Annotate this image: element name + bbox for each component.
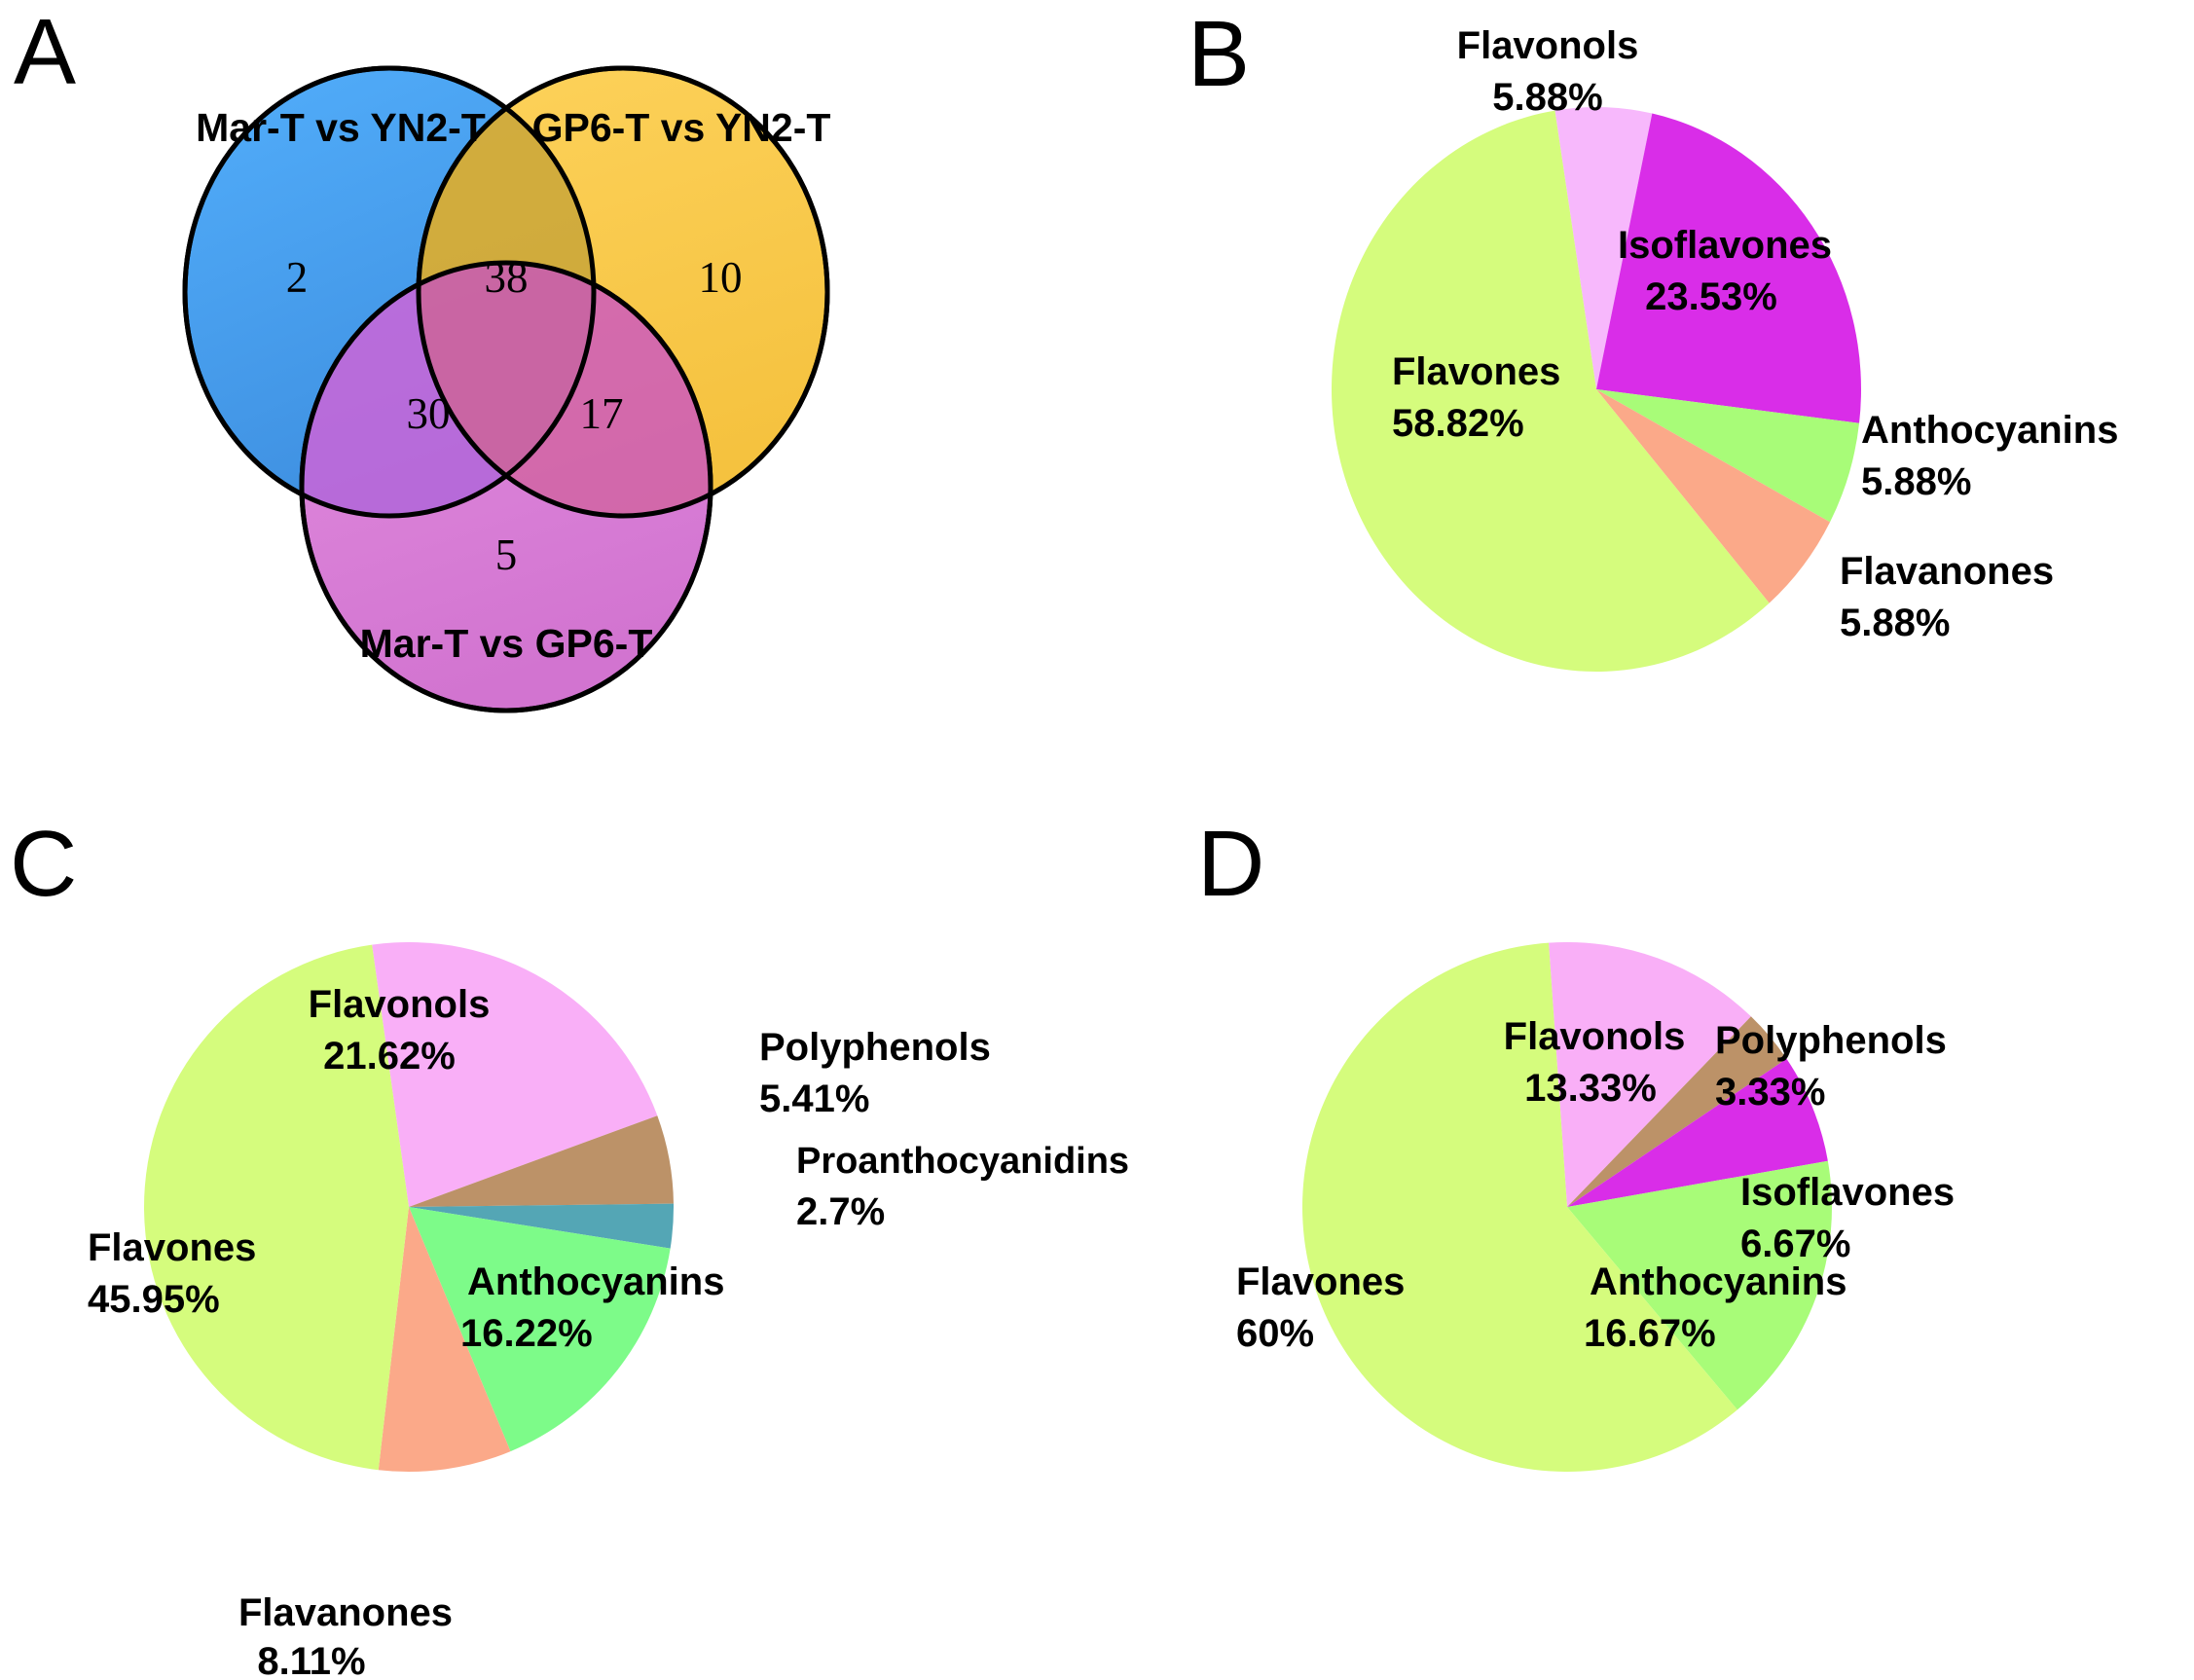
venn-count-blue-only: 2 <box>286 253 309 302</box>
pie-label-pct: 58.82% <box>1392 402 1524 445</box>
pie-label-name: Flavonols <box>1504 1015 1686 1058</box>
pie-label-name: Isoflavones <box>1740 1171 1955 1214</box>
venn-diagram: Mar-T vs YN2-T GP6-T vs YN2-T Mar-T vs G… <box>182 65 831 713</box>
pie-label-pct: 13.33% <box>1524 1067 1657 1110</box>
pie-slices-b <box>1331 107 1862 672</box>
pie-label-pct: 6.67% <box>1740 1223 1850 1265</box>
pie-label-anthocyanins-b: Anthocyanins 5.88% <box>1861 409 2118 503</box>
pie-label-name: Flavones <box>88 1226 256 1269</box>
pie-label-proanthocyanidins-c: Proanthocyanidins 2.7% <box>796 1141 1129 1233</box>
pie-slice-flavones[interactable] <box>144 944 409 1471</box>
pie-label-name: Flavanones <box>1840 550 2054 593</box>
pie-label-name: Anthocyanins <box>1861 409 2118 452</box>
venn-set-label-violet: Mar-T vs GP6-T <box>360 621 653 666</box>
pie-slice-isoflavones[interactable] <box>1567 1058 1828 1207</box>
pie-chart-c: Flavonols 21.62% Polyphenols 5.41% Proan… <box>88 942 1129 1680</box>
pie-slice-polyphenols[interactable] <box>409 1115 674 1207</box>
pie-label-pct: 5.88% <box>1492 76 1602 119</box>
pie-slice-anthocyanins[interactable] <box>1596 389 1860 523</box>
pie-label-flavonols-b: Flavonols 5.88% <box>1457 24 1639 119</box>
panel-c-letter: C <box>10 812 78 916</box>
panel-d-letter: D <box>1197 812 1265 916</box>
pie-label-name: Anthocyanins <box>1590 1260 1847 1303</box>
pie-label-name: Flavanones <box>238 1591 453 1634</box>
pie-slice-flavonols[interactable] <box>1549 941 1751 1207</box>
pie-label-pct: 60% <box>1236 1312 1314 1355</box>
pie-label-pct: 16.22% <box>460 1312 593 1355</box>
venn-count-yellow-violet: 17 <box>580 389 624 438</box>
pie-label-name: Polyphenols <box>759 1026 991 1069</box>
pie-label-pct: 5.41% <box>759 1077 869 1120</box>
panel-b: B Flavonols 5.88% Isoflavones 23.53% Ant… <box>1158 0 2194 798</box>
pie-label-pct: 5.88% <box>1861 460 1971 503</box>
pie-slice-flavonols[interactable] <box>1554 107 1653 390</box>
pie-label-pct: 8.11% <box>257 1640 365 1680</box>
pie-label-name: Flavones <box>1392 350 1560 393</box>
pie-slice-flavonols[interactable] <box>372 942 658 1207</box>
pie-label-flavanones-c: Flavanones 8.11% <box>238 1591 453 1680</box>
panel-a: A <box>0 0 1090 798</box>
pie-label-flavanones-b: Flavanones 5.88% <box>1840 550 2054 644</box>
pie-label-name: Flavones <box>1236 1260 1405 1303</box>
pie-chart-b: Flavonols 5.88% Isoflavones 23.53% Antho… <box>1331 24 2118 672</box>
pie-label-pct: 3.33% <box>1715 1071 1825 1114</box>
pie-label-polyphenols-c: Polyphenols 5.41% <box>759 1026 991 1120</box>
pie-slice-anthocyanins[interactable] <box>1567 1160 1833 1410</box>
pie-label-name: Anthocyanins <box>467 1260 724 1303</box>
venn-set-label-blue: Mar-T vs YN2-T <box>196 105 486 150</box>
venn-count-blue-yellow: 38 <box>485 253 529 302</box>
pie-label-name: Isoflavones <box>1618 224 1832 267</box>
pie-slice-flavones[interactable] <box>1331 110 1770 672</box>
venn-count-blue-violet: 30 <box>407 389 451 438</box>
pie-label-polyphenols-d: Polyphenols 3.33% <box>1715 1019 1947 1114</box>
pie-slice-polyphenols[interactable] <box>1567 1016 1787 1207</box>
pie-label-pct: 21.62% <box>323 1035 456 1077</box>
pie-label-flavonols-d: Flavonols 13.33% <box>1504 1015 1686 1110</box>
pie-label-name: Flavonols <box>1457 24 1639 67</box>
pie-label-pct: 16.67% <box>1584 1312 1716 1355</box>
pie-label-flavones-c: Flavones 45.95% <box>88 1226 256 1321</box>
panel-a-letter: A <box>14 0 77 104</box>
pie-slice-proanthocyanidins[interactable] <box>409 1203 675 1249</box>
pie-slice-isoflavones[interactable] <box>1596 113 1862 423</box>
pie-label-flavones-d: Flavones 60% <box>1236 1260 1405 1355</box>
venn-count-violet-only: 5 <box>495 530 518 579</box>
venn-count-yellow-only: 10 <box>699 253 743 302</box>
pie-label-pct: 2.7% <box>796 1190 885 1233</box>
pie-label-pct: 23.53% <box>1645 275 1777 318</box>
pie-label-flavones-b: Flavones 58.82% <box>1392 350 1560 445</box>
panel-b-letter: B <box>1188 2 1251 106</box>
pie-label-anthocyanins-d: Anthocyanins 16.67% <box>1584 1260 1847 1355</box>
pie-slice-flavanones[interactable] <box>1596 389 1831 603</box>
pie-slice-flavanones[interactable] <box>378 1207 511 1473</box>
pie-label-anthocyanins-c: Anthocyanins 16.22% <box>460 1260 724 1355</box>
pie-slices-c <box>144 942 675 1473</box>
pie-chart-d: Flavonols 13.33% Polyphenols 3.33% Isofl… <box>1236 941 1955 1472</box>
pie-slice-flavones[interactable] <box>1301 942 1737 1472</box>
pie-label-name: Flavonols <box>309 983 491 1026</box>
pie-label-name: Polyphenols <box>1715 1019 1947 1062</box>
pie-label-isoflavones-b: Isoflavones 23.53% <box>1618 224 1832 318</box>
panel-c: C Flavonols 21.62% Polyphenols 5.41% Pro… <box>0 818 1158 1680</box>
pie-label-pct: 45.95% <box>88 1278 220 1321</box>
venn-set-label-yellow: GP6-T vs YN2-T <box>532 105 831 150</box>
panel-d: D Flavonols 13.33% Polyphenols 3.33% Iso… <box>1158 818 2194 1680</box>
pie-label-isoflavones-d: Isoflavones 6.67% <box>1740 1171 1955 1265</box>
pie-slices-d <box>1301 941 1833 1472</box>
pie-label-name: Proanthocyanidins <box>796 1141 1129 1182</box>
pie-label-pct: 5.88% <box>1840 602 1950 644</box>
pie-label-flavonols-c: Flavonols 21.62% <box>309 983 491 1077</box>
pie-slice-anthocyanins[interactable] <box>409 1207 671 1452</box>
